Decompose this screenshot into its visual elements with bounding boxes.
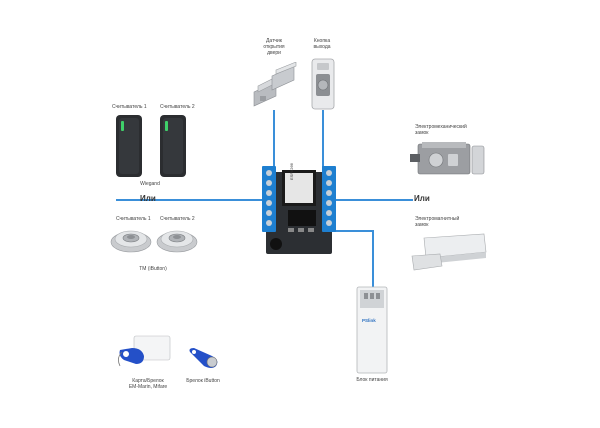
right-or-label: Или: [414, 194, 430, 203]
wiegand-label: Wiegand: [140, 181, 160, 187]
tm-reader1-label: Считыватель 1: [116, 216, 151, 222]
wire-exit-button: [322, 110, 324, 170]
ibutton-fob-image: [189, 348, 218, 368]
wire-left: [116, 199, 266, 201]
mag-lock-image: [411, 233, 487, 271]
wire-psu-h: [333, 230, 373, 232]
wire-right: [333, 199, 413, 201]
mag-lock-label: Электромагнитный замок: [415, 216, 460, 228]
reader2-label: Считыватель 2: [160, 104, 195, 110]
psu-brand: PSlink: [362, 318, 376, 323]
wire-door-sensor: [273, 110, 275, 170]
power-supply-image: [356, 286, 388, 374]
wiegand-reader-1: [116, 115, 142, 177]
wiegand-reader-2: [160, 115, 186, 177]
tm-reader-1: [110, 230, 152, 253]
tm-reader2-label: Считыватель 2: [160, 216, 195, 222]
door-sensor-label: Датчик открытия двери: [263, 38, 285, 56]
left-or-label: Или: [140, 194, 156, 203]
em-lock-label: Электромеханический замок: [415, 124, 467, 136]
card-label: Карта/Брелок EM-Marin, Mifare: [128, 378, 168, 390]
tm-reader-2: [156, 230, 198, 253]
wire-psu-v: [372, 230, 374, 287]
card-keyfob-image: [118, 335, 171, 367]
door-sensor-image: [253, 62, 297, 107]
tm-label: TM (iButton): [139, 266, 167, 272]
controller-chip-label: ESP8266: [289, 163, 294, 180]
em-lock-image: [410, 142, 485, 175]
exit-button-image: [311, 58, 335, 110]
ibutton-label: Брелок iButton: [186, 378, 220, 384]
psu-label: Блок питания: [356, 377, 388, 383]
controller-board: [262, 166, 336, 254]
reader1-label: Считыватель 1: [112, 104, 147, 110]
exit-button-label: Кнопка выхода: [313, 38, 331, 50]
